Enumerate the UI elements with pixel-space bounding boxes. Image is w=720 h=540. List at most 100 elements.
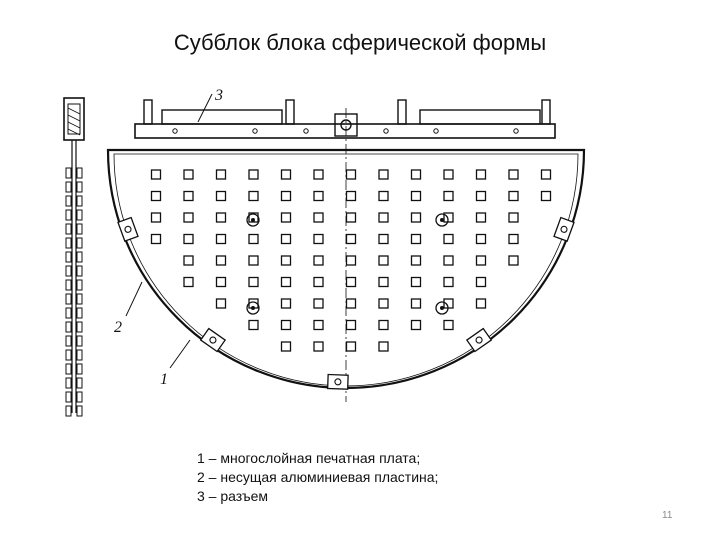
side-chip	[76, 195, 83, 207]
side-chip	[76, 279, 83, 291]
connector-right	[419, 109, 541, 125]
chip-square	[215, 190, 227, 202]
side-chip	[65, 237, 72, 249]
rim-tab-hole	[209, 336, 217, 344]
chip-square	[248, 319, 259, 331]
legend-item-3: 3 – разъем	[197, 488, 269, 504]
rim-tab	[199, 327, 227, 353]
side-chip	[65, 167, 72, 179]
mount-dot	[440, 306, 444, 310]
side-chip	[76, 377, 83, 389]
mount-ring	[246, 213, 260, 227]
chip-square	[475, 298, 487, 309]
chip-square	[410, 319, 422, 331]
chip-square	[378, 319, 389, 331]
chip-square	[443, 190, 454, 202]
mount-ring	[246, 301, 260, 315]
chip-square	[508, 255, 519, 266]
side-chip	[76, 349, 83, 361]
connector-screw	[383, 128, 389, 134]
chip-square	[248, 190, 259, 202]
chip-square	[475, 169, 487, 180]
chip-square	[183, 169, 194, 180]
chip-square	[443, 169, 454, 180]
chip-square	[183, 276, 194, 288]
callout-1: 1	[160, 339, 191, 388]
side-chip	[65, 265, 72, 277]
side-hatch	[67, 107, 81, 115]
side-chip	[65, 195, 72, 207]
chip-square	[345, 190, 357, 202]
side-chip	[65, 321, 72, 333]
side-chip	[76, 363, 83, 375]
rim-tab-hole	[124, 225, 132, 233]
legend-item-1: 1 – многослойная печатная плата;	[197, 450, 421, 466]
connector-pin-block	[541, 99, 551, 125]
side-chip	[65, 349, 72, 361]
connector-pin-block	[397, 99, 407, 125]
callout-3-label: 3	[214, 87, 223, 104]
side-chip	[65, 307, 72, 319]
chip-square	[215, 233, 227, 245]
chip-square	[215, 212, 227, 223]
side-chip	[76, 223, 83, 235]
chip-square	[378, 233, 389, 245]
side-chip	[65, 223, 72, 235]
chip-square	[540, 190, 552, 202]
chip-square	[280, 233, 292, 245]
chip-square	[345, 233, 357, 245]
rim-tab-body	[553, 216, 575, 242]
side-connector-body	[63, 97, 85, 141]
connector-screw	[252, 128, 258, 134]
side-chip	[65, 279, 72, 291]
chip-square	[313, 233, 324, 245]
chip-square	[378, 169, 389, 180]
chip-square	[280, 319, 292, 331]
callout-1-label: 1	[160, 371, 168, 388]
chip-square	[378, 276, 389, 288]
chip-square	[443, 233, 454, 245]
chip-square	[345, 319, 357, 331]
chip-square	[345, 169, 357, 180]
chip-square	[378, 190, 389, 202]
rim-tab-body	[199, 327, 227, 353]
chip-square	[215, 169, 227, 180]
slide-title: Субблок блока сферической формы	[173, 30, 547, 55]
chip-square	[313, 190, 324, 202]
chip-square	[215, 255, 227, 266]
chip-square	[280, 341, 292, 352]
chip-square	[410, 276, 422, 288]
rim-tab	[326, 373, 349, 390]
chip-square	[313, 169, 324, 180]
chip-square	[248, 276, 259, 288]
page-number: 11	[662, 510, 673, 521]
connector-pin-block	[285, 99, 295, 125]
connector-screw	[172, 128, 178, 134]
chip-square	[475, 190, 487, 202]
side-chip	[76, 265, 83, 277]
side-chip	[65, 181, 72, 193]
chip-square	[215, 298, 227, 309]
side-hatch	[67, 114, 81, 122]
side-chip	[76, 335, 83, 347]
spherical-subblock-drawing: 3 2 1	[63, 87, 586, 417]
side-chip	[65, 335, 72, 347]
chip-square	[183, 255, 194, 266]
chip-square	[313, 255, 324, 266]
chip-square	[443, 255, 454, 266]
connector-pin-block	[143, 99, 153, 125]
chip-square	[508, 233, 519, 245]
rim-tab-hole	[475, 336, 483, 344]
mount-ring	[435, 301, 449, 315]
rim-tab-body	[465, 327, 493, 353]
chip-square	[378, 298, 389, 309]
chip-square	[540, 169, 552, 180]
side-chip	[76, 405, 83, 417]
mount-dot	[251, 306, 255, 310]
connector-row	[134, 99, 556, 139]
chip-square	[410, 255, 422, 266]
chip-square	[313, 319, 324, 331]
connector-screw	[303, 128, 309, 134]
chip-square	[508, 212, 519, 223]
callout-2-label: 2	[114, 319, 122, 336]
